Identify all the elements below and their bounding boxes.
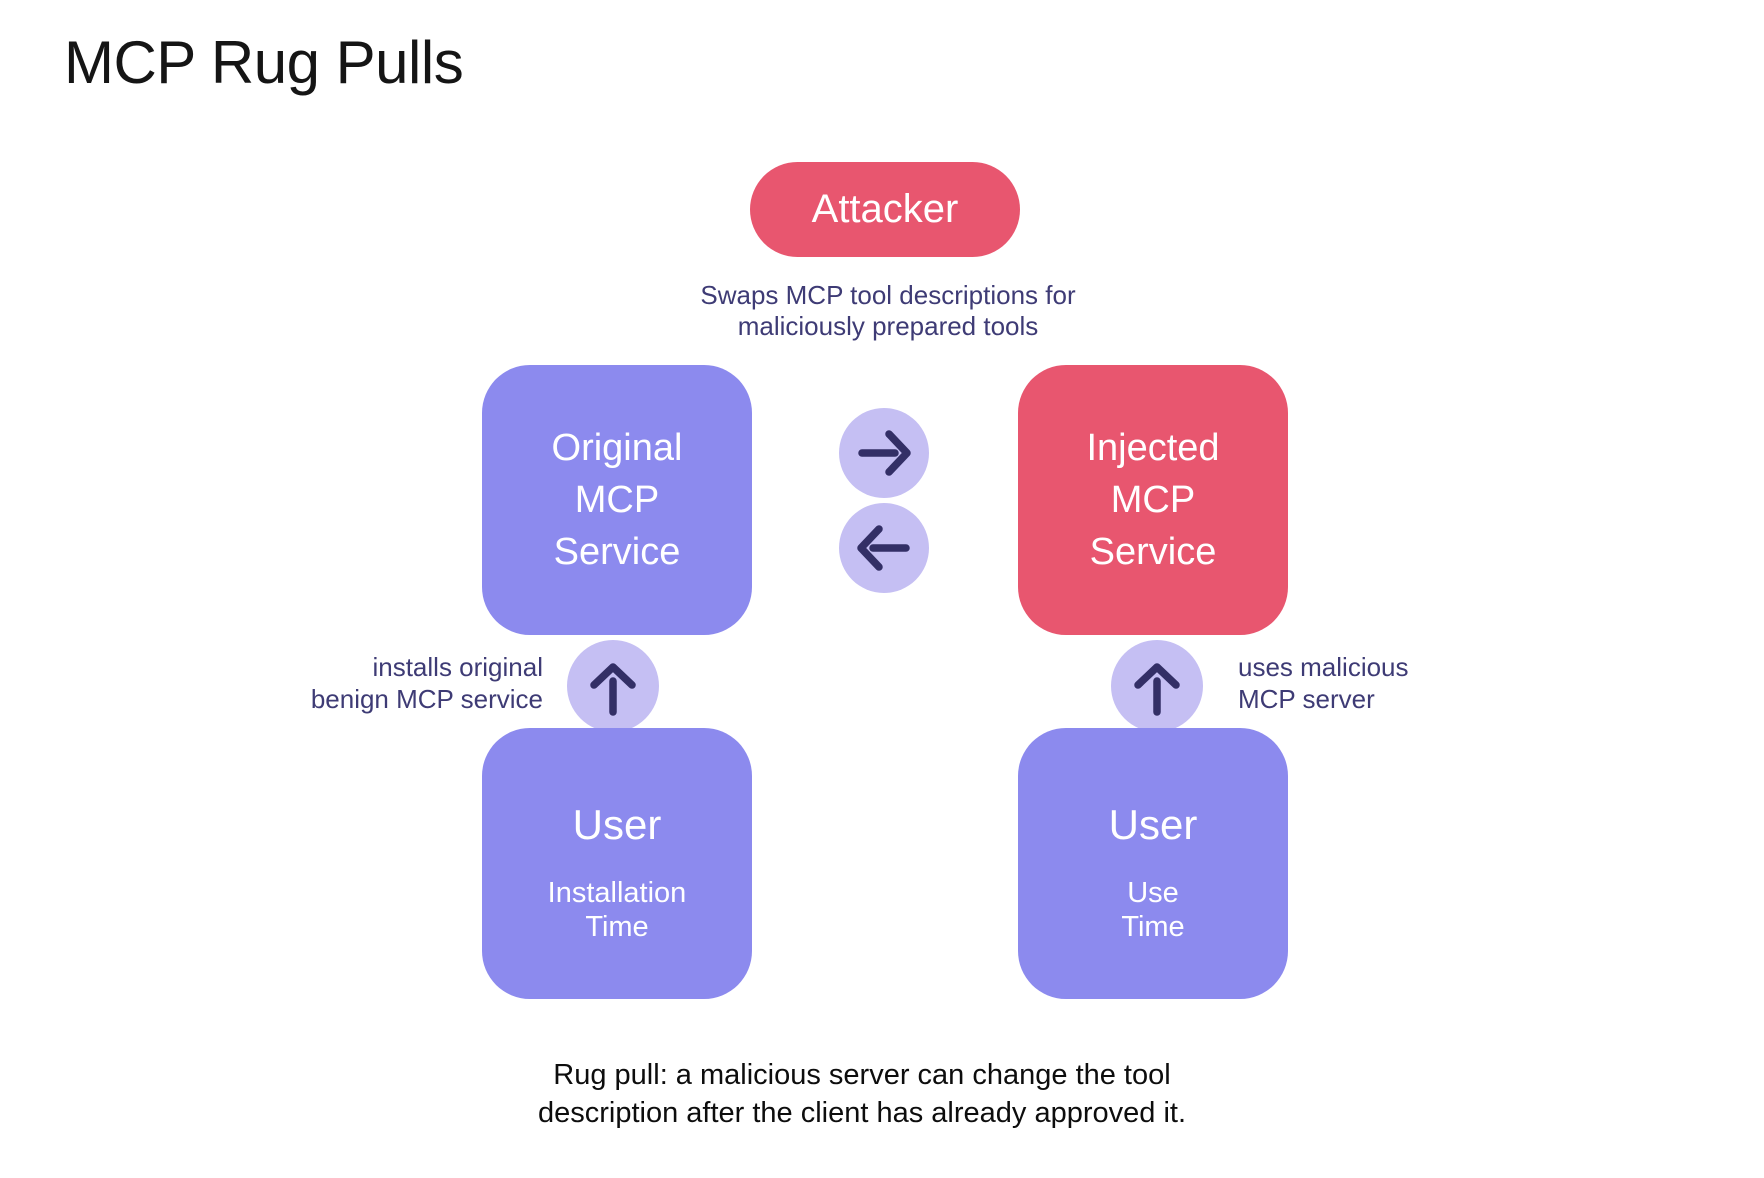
user-subtitle-line: Time (585, 911, 649, 943)
use-edge-label: uses malicious MCP server (1238, 651, 1548, 715)
left-arrow-icon (839, 503, 929, 593)
user-node-subtitle: Use Time (1121, 876, 1184, 944)
user-use-node: User Use Time (1018, 728, 1288, 999)
caption-line: description after the client has already… (537, 1097, 1187, 1129)
page-title: MCP Rug Pulls (64, 29, 464, 96)
node-label-line: Service (1089, 531, 1217, 573)
user-node-title: User (1108, 801, 1198, 848)
edge-label-line: uses malicious (1238, 652, 1409, 682)
user-subtitle-line: Time (1121, 911, 1185, 943)
injected-mcp-service-node: Injected MCP Service (1018, 365, 1288, 635)
user-node-title: User (572, 801, 662, 848)
right-arrow-icon (839, 408, 929, 498)
attacker-node: Attacker (750, 162, 1020, 257)
install-edge-label: installs original benign MCP service (233, 651, 543, 715)
node-label-line: MCP (1110, 479, 1196, 521)
attacker-note-line: Swaps MCP tool descriptions for (700, 280, 1076, 310)
node-label-line: Service (553, 531, 681, 573)
caption-line: Rug pull: a malicious server can change … (553, 1059, 1171, 1091)
user-installation-node: User Installation Time (482, 728, 752, 999)
attacker-label: Attacker (811, 187, 959, 231)
use-edge-badge (1111, 640, 1203, 732)
original-mcp-service-node: Original MCP Service (482, 365, 752, 635)
node-label-line: Injected (1086, 427, 1220, 469)
node-label-line: MCP (574, 479, 660, 521)
up-arrow-icon (567, 640, 659, 732)
user-subtitle-line: Use (1127, 877, 1179, 909)
diagram-caption: Rug pull: a malicious server can change … (362, 1056, 1362, 1132)
install-edge-badge (567, 640, 659, 732)
edge-label-line: benign MCP service (310, 684, 543, 714)
attacker-note: Swaps MCP tool descriptions for maliciou… (688, 280, 1088, 342)
edge-label-line: installs original (372, 652, 543, 682)
attacker-note-line: maliciously prepared tools (737, 311, 1039, 341)
swap-badge-top (839, 408, 929, 498)
user-node-subtitle: Installation Time (548, 876, 687, 944)
node-label-line: Original (551, 427, 683, 469)
swap-badge-bottom (839, 503, 929, 593)
edge-label-line: MCP server (1238, 684, 1375, 714)
up-arrow-icon (1111, 640, 1203, 732)
user-subtitle-line: Installation (547, 877, 687, 909)
